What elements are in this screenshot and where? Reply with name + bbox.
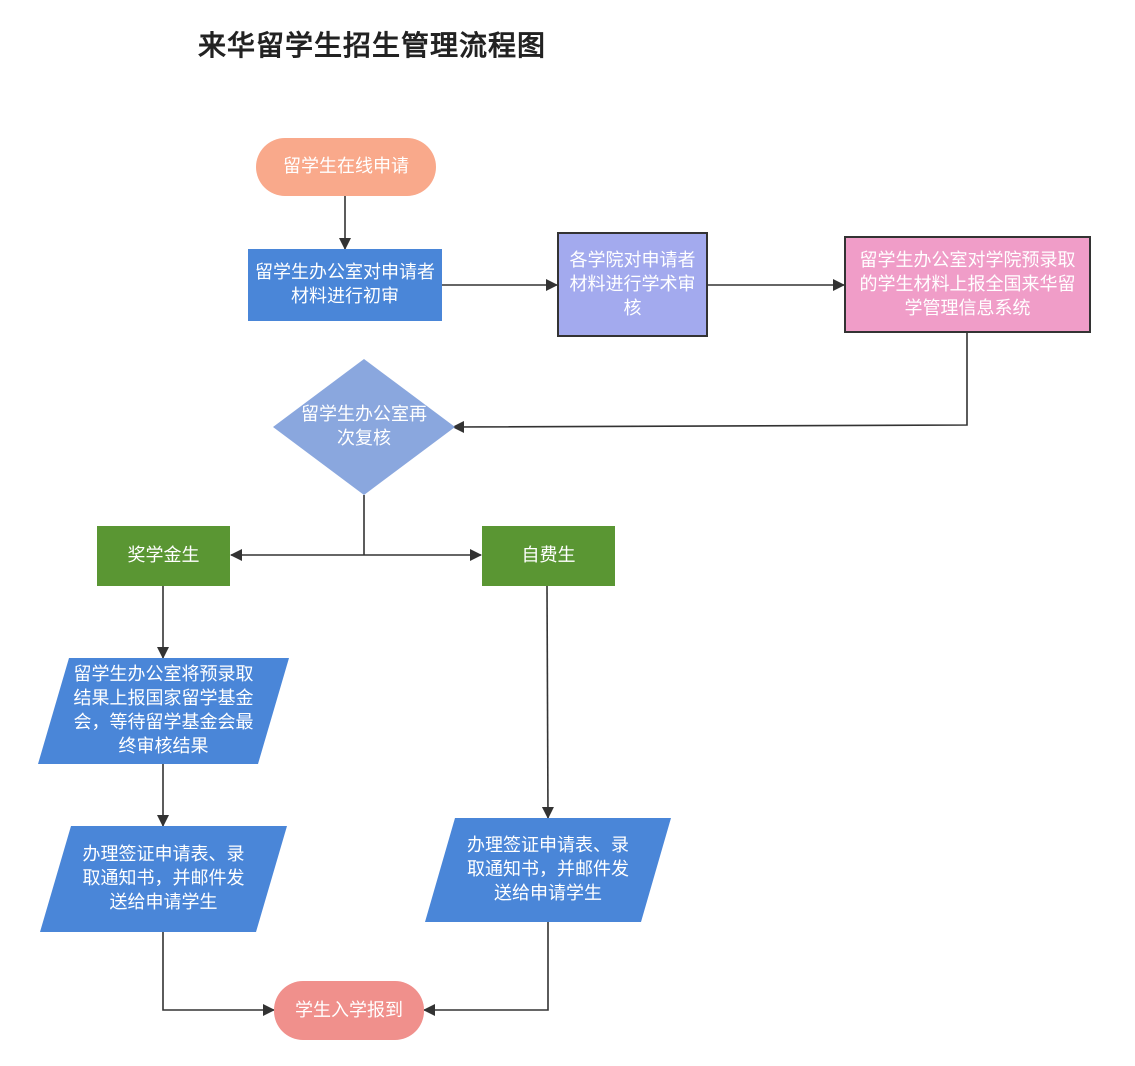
parallelogram-shape	[38, 658, 289, 764]
node-visa-left: 办理签证申请表、录取通知书，并邮件发送给申请学生	[40, 826, 287, 932]
parallelogram-shape	[425, 818, 671, 922]
edge-report-to-recheck	[452, 333, 968, 433]
diamond-shape	[273, 359, 455, 495]
node-enroll-label: 学生入学报到	[295, 999, 403, 1021]
node-report-system-label: 留学生办公室对学院预录取的学生材料上报全国来华留学管理信息系统	[859, 249, 1076, 319]
node-start: 留学生在线申请	[256, 138, 436, 196]
parallelogram-shape	[40, 826, 287, 932]
diagram-title: 来华留学生招生管理流程图	[198, 29, 547, 62]
node-recheck: 留学生办公室再次复核	[273, 359, 455, 495]
node-self-funded: 自费生	[482, 526, 615, 586]
node-initial-review-label: 留学生办公室对申请者材料进行初审	[255, 262, 435, 307]
node-initial-review: 留学生办公室对申请者材料进行初审	[248, 249, 442, 321]
node-academic-review-label: 各学院对申请者材料进行学术审核	[569, 249, 696, 319]
node-visa-left-label: 办理签证申请表、录取通知书，并邮件发送给申请学生	[82, 844, 245, 913]
edge-self-funded-to-visa-right	[541, 585, 554, 819]
node-report-csc: 留学生办公室将预录取结果上报国家留学基金会，等待留学基金会最终审核结果	[38, 658, 289, 764]
node-recheck-label: 留学生办公室再次复核	[301, 404, 427, 449]
node-self-funded-label: 自费生	[521, 545, 576, 566]
node-visa-right-label: 办理签证申请表、录取通知书，并邮件发送给申请学生	[467, 835, 629, 904]
node-start-label: 留学生在线申请	[283, 156, 409, 177]
edge-visa-right-to-enroll	[423, 922, 549, 1016]
node-scholarship: 奖学金生	[97, 526, 230, 586]
edge-visa-left-to-enroll	[162, 932, 275, 1016]
node-scholarship-label: 奖学金生	[127, 545, 200, 566]
node-report-system: 留学生办公室对学院预录取的学生材料上报全国来华留学管理信息系统	[844, 236, 1091, 333]
node-academic-review: 各学院对申请者材料进行学术审核	[557, 232, 708, 337]
node-report-csc-label: 留学生办公室将预录取结果上报国家留学基金会，等待留学基金会最终审核结果	[73, 664, 254, 757]
node-visa-right: 办理签证申请表、录取通知书，并邮件发送给申请学生	[425, 818, 671, 922]
node-enroll: 学生入学报到	[274, 981, 424, 1040]
